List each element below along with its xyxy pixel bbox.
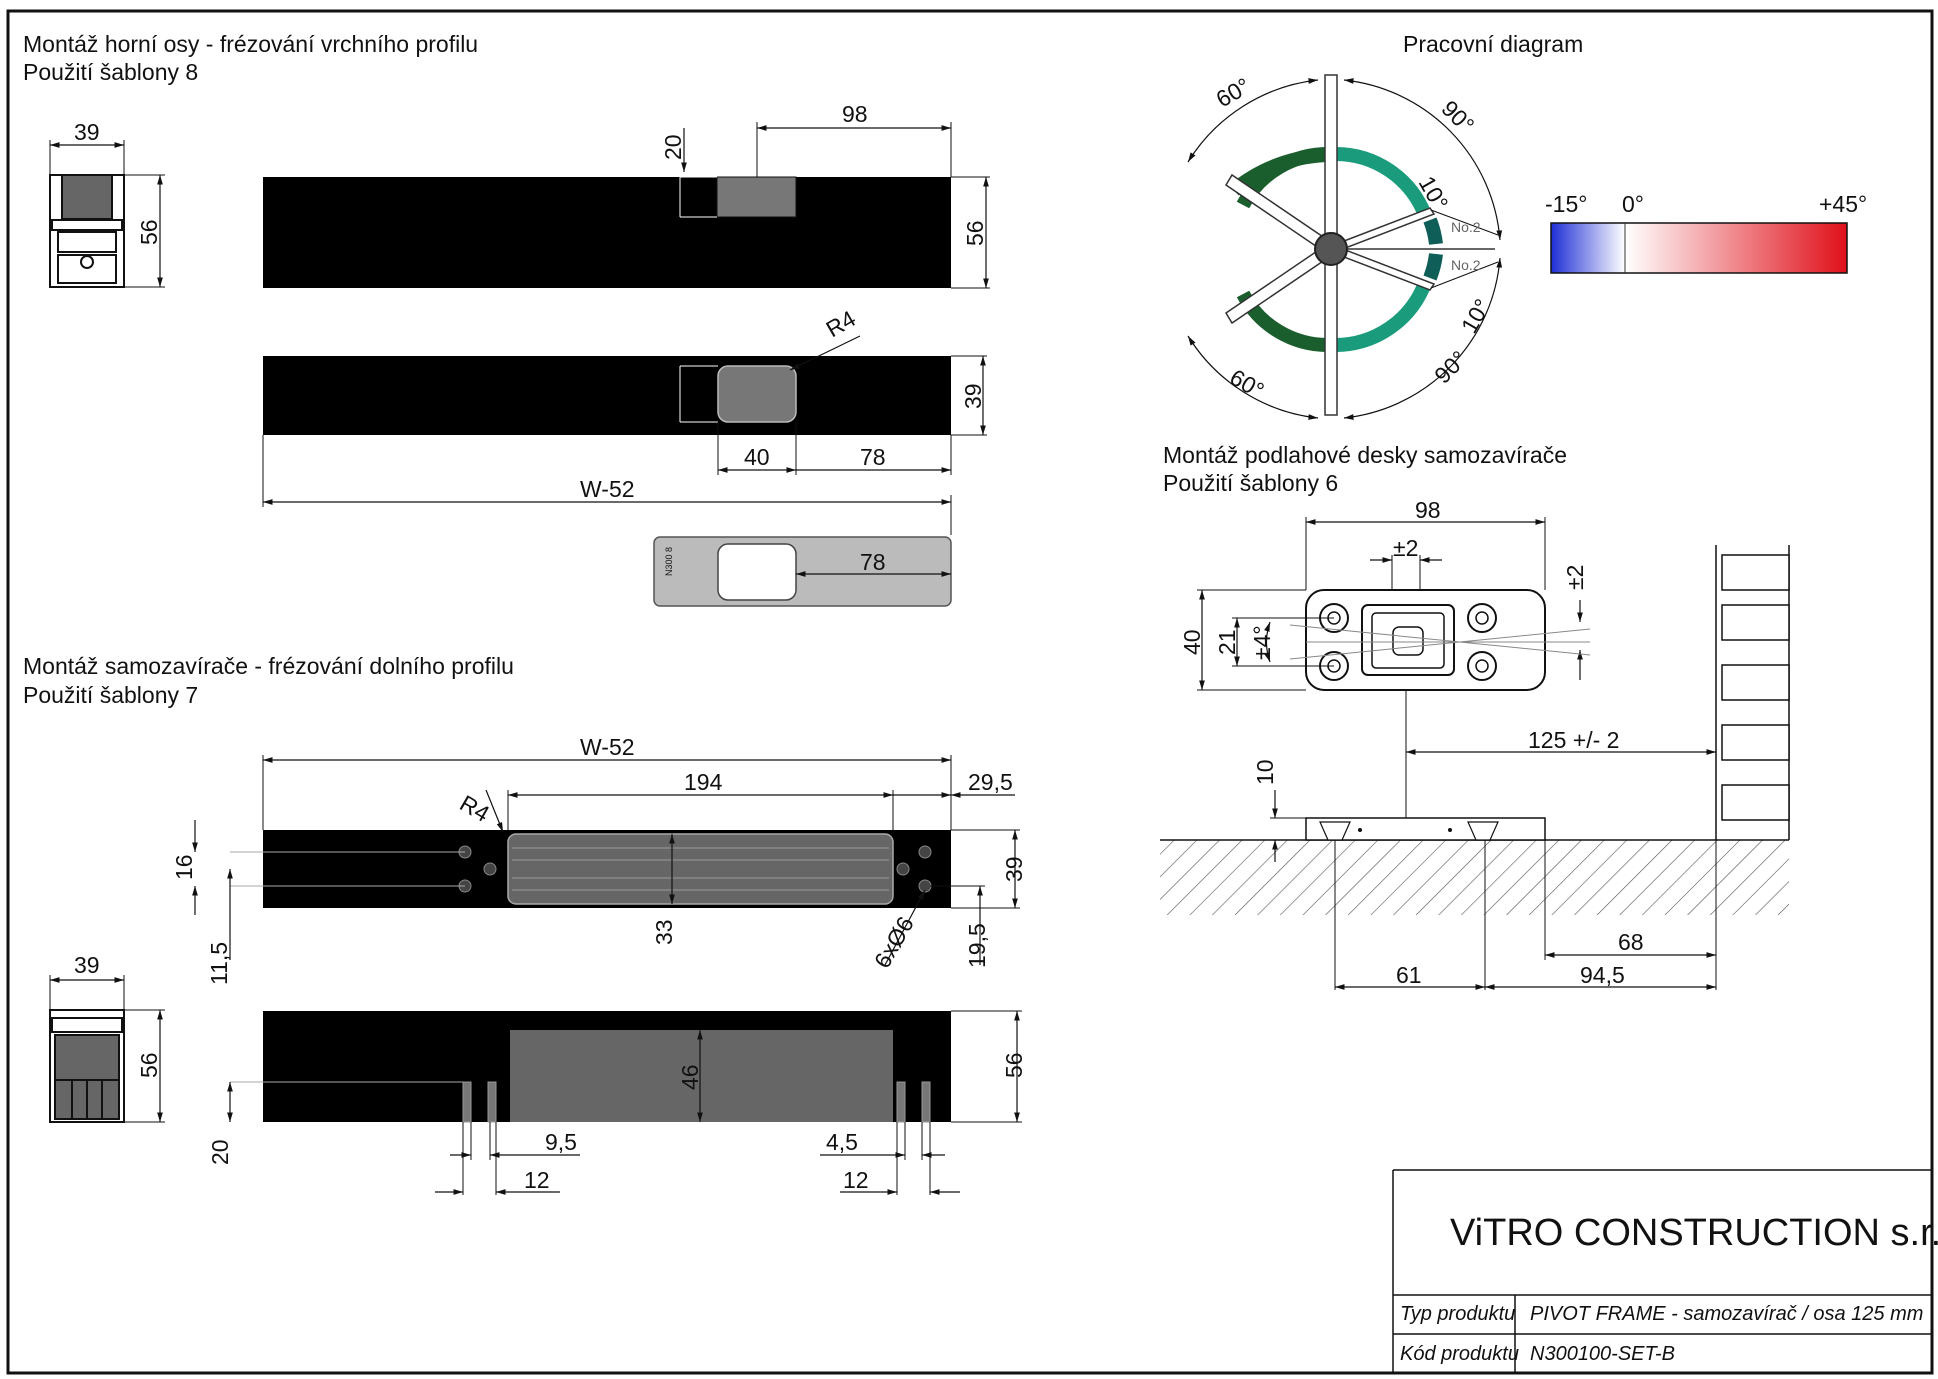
section-subtitle-floor-plate: Použití šablony 6: [1163, 470, 1338, 496]
sheet-border: [6, 9, 1934, 1375]
profile-section-top: [49, 174, 125, 288]
dim-40-plate: 40: [1179, 629, 1205, 655]
floor-hatch: [1160, 840, 1789, 915]
slots: [462, 1081, 931, 1123]
scale-label-zero: 0°: [1622, 191, 1644, 217]
floor-plate-side: [1305, 817, 1546, 841]
angle-60-top: 60°: [1212, 72, 1255, 112]
label-no2-lower: No.2: [1451, 257, 1481, 273]
dim-125: 125 +/- 2: [1528, 727, 1619, 753]
floor-plate: [1289, 589, 1591, 691]
profile-section-bottom: [49, 1009, 125, 1123]
angle-60-bottom: 60°: [1226, 364, 1269, 404]
dim-61: 61: [1396, 962, 1422, 988]
value-product-code: N300100-SET-B: [1530, 1343, 1675, 1365]
dim-6x6: 6xØ6: [869, 912, 919, 973]
profile-bar-side: [263, 177, 951, 288]
dim-56-closer: 56: [1001, 1052, 1027, 1078]
dim-29-5: 29,5: [968, 769, 1013, 795]
dim-39-top: 39: [74, 119, 100, 145]
dim-39-bottom: 39: [74, 952, 100, 978]
svg-text:N300 8: N300 8: [664, 547, 674, 576]
label-no2-upper: No.2: [1451, 219, 1481, 235]
label-product-code: Kód produktu: [1400, 1343, 1519, 1365]
dim-20-slot: 20: [207, 1139, 233, 1165]
dim-4-5: 4,5: [826, 1129, 858, 1155]
company-name: ViTRO CONSTRUCTION s.r.o.: [1450, 1212, 1938, 1254]
dim-12-left: 12: [524, 1167, 550, 1193]
dim-21: 21: [1214, 629, 1240, 655]
dim-46: 46: [677, 1064, 703, 1090]
milling-pocket-side: [716, 176, 797, 218]
dim-98-plate: 98: [1415, 497, 1441, 523]
angle-color-scale: [1550, 222, 1848, 274]
dim-19-5: 19,5: [964, 923, 990, 968]
section-subtitle-closer: Použití šablony 7: [23, 682, 198, 708]
angle-90-bottom: 90°: [1429, 346, 1472, 389]
dim-94-5: 94,5: [1580, 962, 1625, 988]
dim-pm2-horizontal: ±2: [1393, 535, 1418, 561]
profile-bar-top: [263, 356, 951, 435]
dim-w52-top: W-52: [580, 476, 635, 502]
milling-pocket-top: [717, 365, 797, 423]
label-product-type: Typ produktu: [1400, 1303, 1515, 1325]
dim-56-bar: 56: [962, 220, 988, 246]
title-block: [1392, 1169, 1932, 1373]
closer-pocket: [507, 833, 894, 905]
dim-r4-top: R4: [822, 305, 861, 342]
section-title-floor-plate: Montáž podlahové desky samozavírače: [1163, 442, 1567, 468]
dim-w52-closer: W-52: [580, 734, 635, 760]
dim-12-right: 12: [843, 1167, 869, 1193]
scale-label-plus45: +45°: [1819, 191, 1867, 217]
dim-20-pocket: 20: [660, 134, 686, 160]
section-title-closer: Montáž samozavírače - frézování dolního …: [23, 653, 514, 679]
dim-194: 194: [684, 769, 723, 795]
template-plate-8: [653, 536, 952, 607]
dim-78-plate: 78: [860, 549, 886, 575]
dim-10: 10: [1252, 759, 1278, 785]
angle-90-top: 90°: [1436, 95, 1479, 138]
dim-56-bottom: 56: [136, 1052, 162, 1078]
dim-39-bar: 39: [960, 383, 986, 409]
dim-98-top: 98: [842, 101, 868, 127]
dim-pm4-angle: ±4°: [1249, 625, 1275, 660]
dim-39-closer: 39: [1001, 856, 1027, 882]
section-title-diagram: Pracovní diagram: [1403, 31, 1583, 57]
dim-16: 16: [171, 854, 197, 880]
value-product-type: PIVOT FRAME - samozavírač / osa 125 mm: [1530, 1303, 1923, 1325]
dim-11-5: 11,5: [206, 942, 232, 985]
dim-33: 33: [651, 919, 677, 945]
dim-78-pocket: 78: [860, 444, 886, 470]
dim-68: 68: [1618, 929, 1644, 955]
angle-10-bottom: 10°: [1456, 294, 1496, 337]
brick-wall: [1715, 545, 1790, 840]
scale-label-minus15: -15°: [1545, 191, 1587, 217]
dim-56-top: 56: [136, 219, 162, 245]
dim-9-5: 9,5: [545, 1129, 577, 1155]
dim-40-pocket: 40: [744, 444, 770, 470]
dim-pm2-vertical: ±2: [1562, 565, 1588, 590]
section-title-top-axis: Montáž horní osy - frézování vrchního pr…: [23, 31, 478, 57]
working-diagram: [1187, 74, 1503, 420]
section-subtitle-top-axis: Použití šablony 8: [23, 59, 198, 85]
